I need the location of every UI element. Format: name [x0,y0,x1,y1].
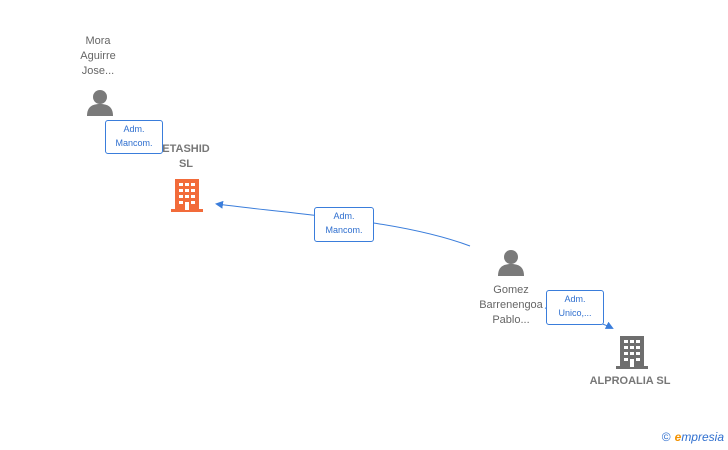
node-mora-line-3: Jose... [81,65,115,77]
empresia-logo[interactable]: ©empresia [662,430,724,444]
node-gomez-line-3: Pablo... [492,314,530,326]
building-icon[interactable] [616,335,648,369]
node-gomez-line-2: Barrenengoa [479,299,543,311]
building-icon[interactable] [171,178,203,212]
edge-label-line-2: Mancom. [115,138,153,148]
node-etashid-label[interactable]: ETASHID SL [153,142,219,172]
node-alproalia-line-1: ALPROALIA SL [589,375,671,387]
copyright-icon: © [661,430,671,444]
edge-label-mora-etashid[interactable]: Adm. Mancom. [105,120,163,154]
edge-label-line-2: Mancom. [325,225,363,235]
edge-label-line-1: Adm. [333,211,355,221]
node-etashid-line-2: SL [178,158,194,170]
edge-label-gomez-alproalia[interactable]: Adm. Unico,... [546,290,604,325]
node-alproalia-label[interactable]: ALPROALIA SL [578,374,682,389]
brand-name: empresia [675,430,724,444]
brand-rest: mpresia [681,430,724,444]
edge-label-line-1: Adm. [564,294,586,304]
person-icon[interactable] [497,248,525,278]
node-mora-line-2: Aguirre [80,50,116,62]
edge-label-gomez-etashid[interactable]: Adm. Mancom. [314,207,374,242]
node-gomez-line-1: Gomez [493,284,529,296]
person-icon[interactable] [86,88,114,118]
node-mora-label[interactable]: Mora Aguirre Jose... [63,34,133,79]
node-etashid-line-1: ETASHID [162,143,210,155]
node-mora-line-1: Mora [85,35,111,47]
brand-e: e [674,430,682,444]
node-gomez-label[interactable]: Gomez Barrenengoa Pablo... [466,283,556,328]
edge-label-line-2: Unico,... [558,308,592,318]
edge-label-line-1: Adm. [123,124,145,134]
